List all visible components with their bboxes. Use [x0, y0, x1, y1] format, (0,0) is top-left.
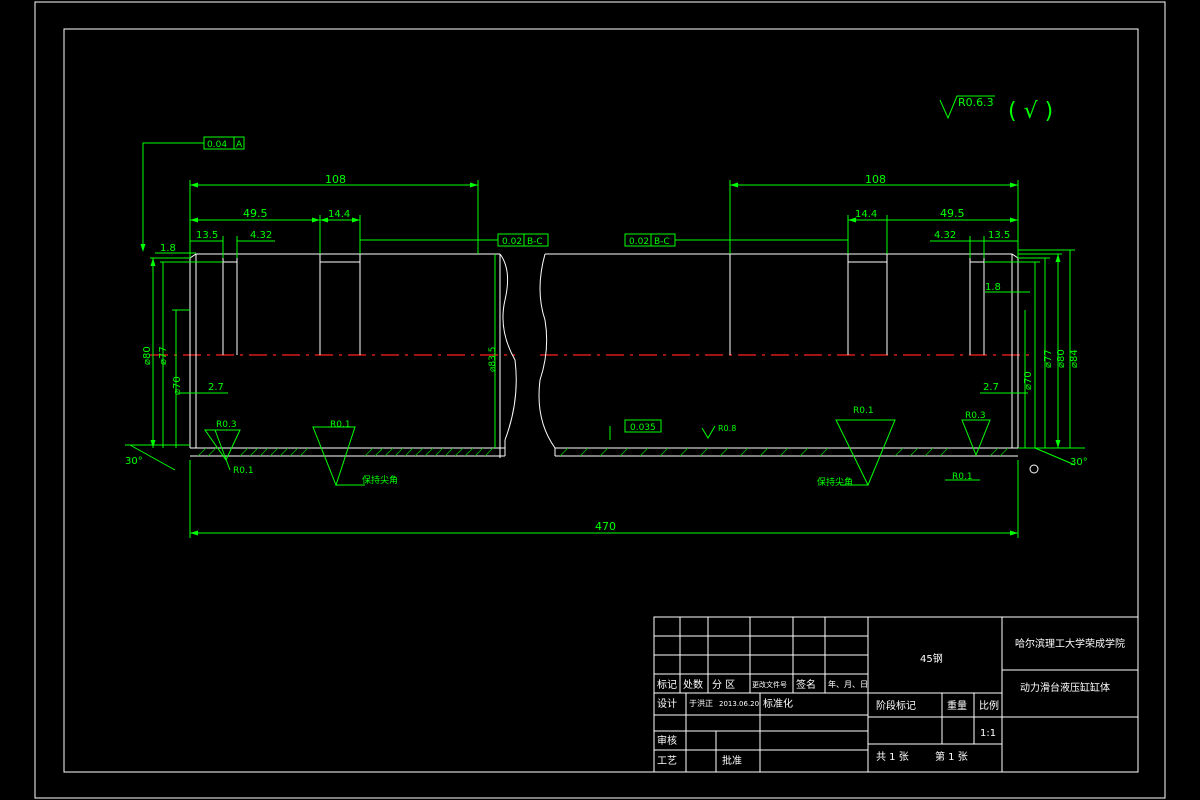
dim-d77-right: ⌀77	[1043, 349, 1054, 368]
gdt-parallel-left-value: 0.02	[502, 237, 522, 247]
gdt-parallel-right-datum: B-C	[654, 237, 670, 247]
dim-left-432: 4.32	[250, 230, 272, 241]
tb-review-label: 审核	[657, 734, 677, 747]
tb-stage-label: 阶段标记	[876, 699, 916, 712]
tb-designer: 于洪正	[689, 698, 713, 708]
note-keep-sharp-right: 保持尖角	[817, 476, 853, 488]
note-keep-sharp-left: 保持尖角	[362, 474, 398, 486]
note-rough-bottom: R0.8	[718, 424, 736, 433]
dim-overall: 470	[595, 520, 616, 533]
dim-left-18: 1.8	[160, 243, 176, 254]
tb-material: 45钢	[920, 652, 943, 665]
gdt-flatness-value: 0.035	[630, 423, 656, 433]
note-r01-left-bottom: R0.1	[233, 466, 254, 476]
dim-left-27: 2.7	[208, 382, 224, 393]
gdt-runout-datum: A	[236, 140, 243, 150]
section-hatch	[197, 447, 1009, 457]
dim-d80-left: ⌀80	[142, 346, 153, 365]
tb-design-label: 设计	[657, 697, 677, 710]
arrowheads	[140, 182, 1061, 536]
dim-right-432: 4.32	[934, 230, 956, 241]
title-block-grid	[653, 616, 1139, 773]
gdt-parallel-left-datum: B-C	[527, 237, 543, 247]
dim-d70-left: ⌀70	[172, 376, 183, 395]
tb-label-mark: 标记	[657, 679, 677, 691]
note-r01-right-bottom: R0.1	[952, 472, 973, 482]
gdt-parallel-right-value: 0.02	[629, 237, 649, 247]
tb-scale-value: 1:1	[980, 728, 996, 739]
inner-border	[63, 28, 1139, 773]
dim-d835: ⌀83.5	[488, 347, 498, 372]
dim-left-49: 49.5	[243, 207, 268, 220]
dim-right-135: 13.5	[988, 230, 1010, 241]
note-r03-left: R0.3	[216, 420, 237, 430]
dim-left-144: 14.4	[328, 209, 350, 220]
roughness-general: R0.6.3	[958, 96, 994, 109]
gdt-frames	[203, 136, 676, 440]
dim-d70-right: ⌀70	[1023, 371, 1034, 390]
tb-sheet-no: 第 1 张	[935, 750, 968, 763]
tb-drawing-name: 动力滑台液压缸缸体	[1020, 681, 1110, 694]
tb-school: 哈尔滨理工大学荣成学院	[1015, 637, 1125, 650]
dimension-lines	[125, 142, 1085, 538]
right-part	[538, 253, 1019, 457]
dim-d77-left: ⌀77	[158, 346, 169, 365]
tb-label-change: 更改文件号	[752, 680, 787, 689]
dim-d84-right: ⌀84	[1069, 349, 1080, 368]
dim-right-49: 49.5	[940, 207, 965, 220]
tb-sheets-total: 共 1 张	[876, 751, 909, 763]
tb-weight-label: 重量	[947, 699, 967, 712]
tb-label-zone: 分 区	[712, 679, 735, 691]
dim-d80-right: ⌀80	[1056, 349, 1067, 368]
dim-right-total: 108	[865, 173, 886, 186]
groove-markers	[204, 95, 995, 487]
tb-label-count: 处数	[683, 678, 703, 691]
dim-left-135: 13.5	[196, 230, 218, 241]
tb-label-sign: 签名	[796, 678, 816, 691]
tb-process-label: 工艺	[657, 755, 677, 767]
note-r03-right: R0.3	[965, 411, 986, 421]
tb-standard-label: 标准化	[763, 697, 793, 710]
tb-scale-label: 比例	[979, 699, 999, 712]
outer-border	[34, 1, 1166, 799]
dim-right-144: 14.4	[855, 209, 877, 220]
note-r01-groove-right: R0.1	[853, 406, 874, 416]
dim-angle-left: 30°	[125, 456, 143, 467]
dim-left-total: 108	[325, 173, 346, 186]
tb-approve-label: 批准	[722, 754, 742, 767]
dim-right-18: 1.8	[985, 282, 1001, 293]
tb-design-date: 2013.06.20	[719, 700, 759, 708]
dim-right-27: 2.7	[983, 382, 999, 393]
roughness-paren: ( √ )	[1008, 99, 1053, 124]
datum-circle-icon	[1029, 464, 1039, 474]
gdt-runout-value: 0.04	[207, 140, 227, 150]
tb-label-date: 年、月、日	[828, 679, 868, 689]
note-r01-groove-left: R0.1	[330, 420, 351, 430]
dim-angle-right: 30°	[1070, 457, 1088, 468]
